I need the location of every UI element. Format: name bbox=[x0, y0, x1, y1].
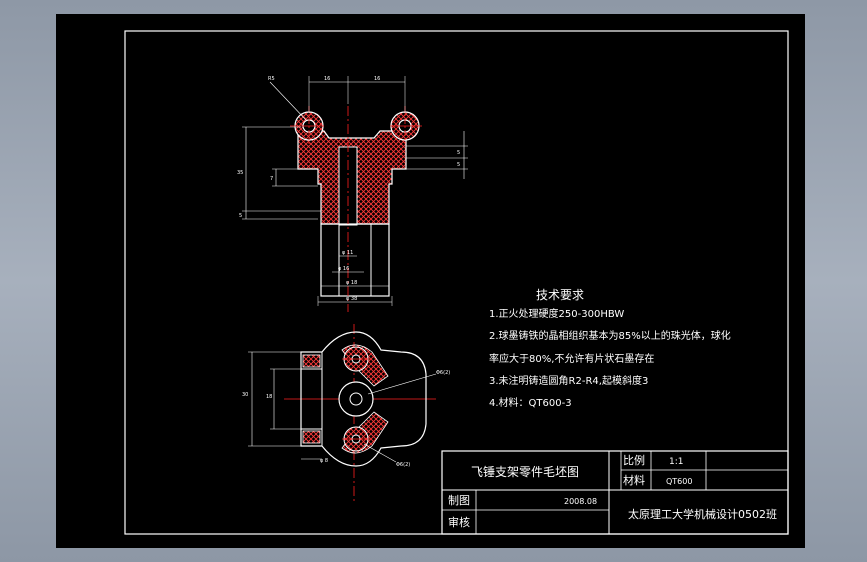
tech-item-2: 2.球墨铸铁的晶相组织基本为85%以上的珠光体，球化 bbox=[489, 329, 731, 342]
dim-front-right-a: 5 bbox=[457, 150, 460, 156]
dim-front-left-mid: 7 bbox=[270, 176, 273, 182]
title-scale-label: 比例 bbox=[623, 453, 645, 467]
front-section-view: 16 16 R5 35 7 5 5 5 φ 11 φ 16 φ 18 φ 38 bbox=[237, 76, 468, 312]
title-date: 2008.08 bbox=[564, 497, 597, 506]
dim-front-top-left: 16 bbox=[324, 76, 330, 82]
cad-viewport[interactable]: 16 16 R5 35 7 5 5 5 φ 11 φ 16 φ 18 φ 38 bbox=[56, 14, 805, 548]
dim-front-left-low: 5 bbox=[239, 213, 242, 219]
dim-side-right-hole: Φ6(2) bbox=[436, 370, 450, 376]
dim-front-bottom-1: φ 11 bbox=[342, 250, 353, 256]
dim-front-hole: R5 bbox=[268, 76, 275, 82]
cad-drawing: 16 16 R5 35 7 5 5 5 φ 11 φ 16 φ 18 φ 38 bbox=[124, 30, 789, 535]
title-block bbox=[441, 450, 789, 535]
dim-side-bottom-value: φ 8 bbox=[320, 458, 328, 464]
plan-view: 30 18 φ 8 Φ6(2) Φ6(2) bbox=[242, 324, 450, 504]
plan-outline bbox=[300, 331, 427, 467]
title-check-label: 审核 bbox=[448, 515, 470, 529]
front-lower-tube bbox=[320, 223, 390, 297]
tech-item-4: 3.未注明铸造圆角R2-R4,起模斜度3 bbox=[489, 374, 648, 387]
dim-front-bottom-3: φ 18 bbox=[346, 280, 357, 286]
tech-title: 技术要求 bbox=[536, 288, 584, 302]
dim-front-bottom-2: φ 16 bbox=[338, 266, 349, 272]
title-organization: 太原理工大学机械设计0502班 bbox=[628, 507, 777, 521]
drawing-border bbox=[124, 30, 789, 535]
title-part-name: 飞锤支架零件毛坯图 bbox=[471, 464, 579, 479]
dim-side-right-bottom: Φ6(2) bbox=[396, 462, 410, 468]
title-material-value: QT600 bbox=[666, 477, 692, 486]
tech-item-5: 4.材料：QT600-3 bbox=[489, 396, 572, 409]
title-scale-value: 1:1 bbox=[669, 457, 683, 467]
dim-front-left-height: 35 bbox=[237, 170, 243, 176]
title-drawn-label: 制图 bbox=[448, 494, 470, 507]
dim-front-top-right: 16 bbox=[374, 76, 380, 82]
dim-side-left-inner: 18 bbox=[266, 394, 272, 400]
tech-item-1: 1.正火处理硬度250-300HBW bbox=[489, 307, 624, 320]
dim-front-bottom-4: φ 38 bbox=[346, 296, 357, 302]
dim-side-left-height: 30 bbox=[242, 392, 248, 398]
technical-requirements: 技术要求 1.正火处理硬度250-300HBW 2.球墨铸铁的晶相组织基本为85… bbox=[489, 288, 731, 409]
dim-front-right-b: 5 bbox=[457, 162, 460, 168]
title-material-label: 材料 bbox=[623, 473, 645, 487]
tech-item-3: 率应大于80%,不允许有片状石墨存在 bbox=[489, 352, 654, 365]
